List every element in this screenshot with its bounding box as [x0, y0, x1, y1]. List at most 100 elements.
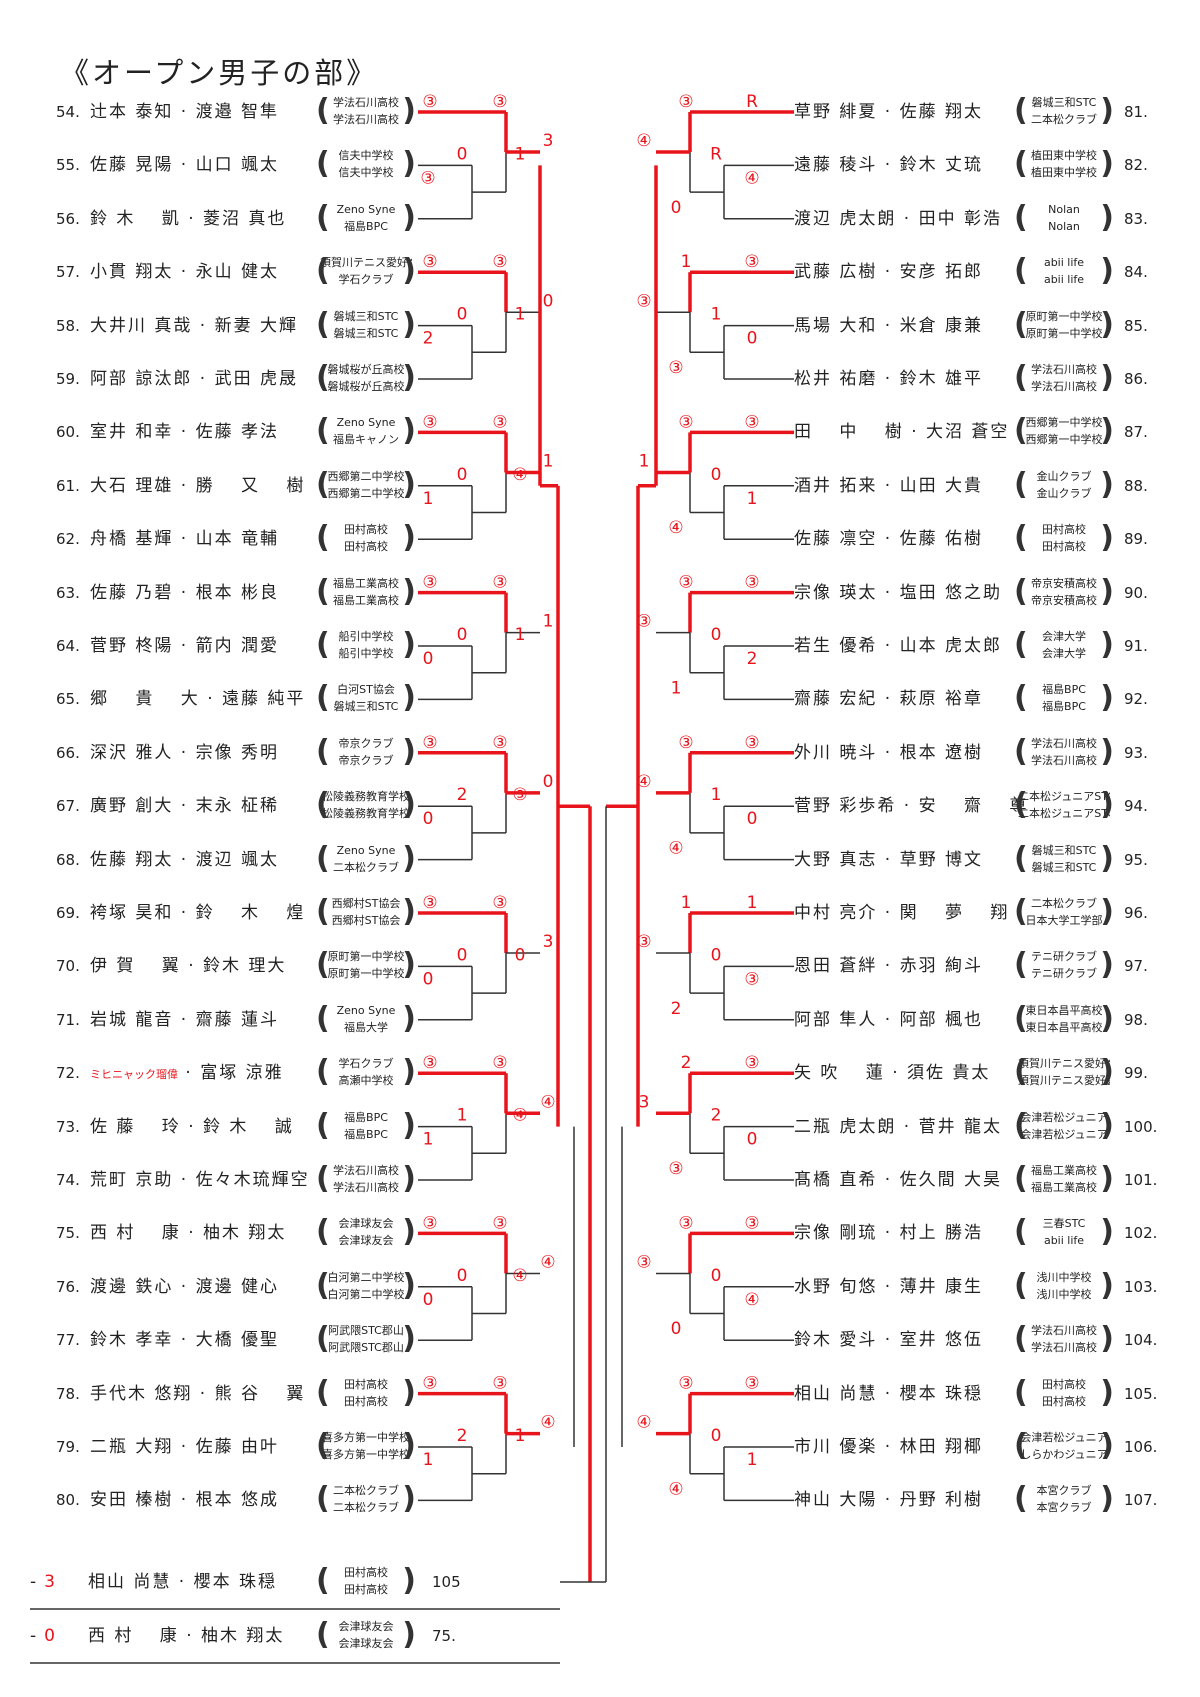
player-pair: 宗像 剛琉 · 村上 勝浩 [794, 1223, 984, 1244]
match-score: ③ [636, 291, 651, 311]
match-score: 0 [711, 1426, 722, 1446]
club-name: Zeno Syne [336, 843, 396, 857]
match-score: ③ [512, 785, 527, 805]
entry-row: 79.二瓶 大翔 · 佐藤 由叶()喜多方第一中学校喜多方第一中学校 [0, 1427, 420, 1467]
match-score: 0 [423, 649, 434, 669]
club-name: 西郷村ST協会 [331, 897, 401, 910]
player-pair: 草野 緋夏 · 佐藤 翔太 [794, 102, 984, 122]
match-score: 0 [457, 625, 468, 645]
entry-number: 79. [56, 1438, 80, 1456]
match-score: 0 [747, 1130, 758, 1150]
club-name: 会津大学 [1042, 647, 1086, 660]
player-pair: 酒井 拓来 · 山田 大貴 [794, 475, 984, 496]
match-score: 0 [711, 625, 722, 645]
match-score: ④ [540, 1413, 555, 1433]
match-score: ③ [422, 573, 437, 593]
entry-row: 70.伊 賀 翼 · 鈴木 理大()原町第一中学校原町第一中学校 [0, 946, 420, 986]
club-name: 二本松クラブ [1031, 897, 1097, 910]
club-name: 福島BPC [344, 219, 388, 233]
match-score: ③ [492, 893, 507, 913]
club-name: テニ研クラブ [1031, 950, 1097, 964]
match-score: 0 [711, 1266, 722, 1286]
player-pair: 鈴木 愛斗 · 室井 悠伍 [794, 1330, 984, 1351]
club-affiliation: ()浅川中学校浅川中学校 [1014, 1267, 1114, 1303]
match-score: 1 [543, 451, 554, 471]
entry-number: 105. [1124, 1384, 1158, 1403]
club-affiliation: ()須賀川テニス愛好会学石クラブ [316, 253, 416, 289]
club-affiliation: ()帝京クラブ帝京クラブ [316, 733, 416, 769]
club-name: 須賀川テニス愛好会 [1018, 1074, 1110, 1088]
club-name: 学法石川高校 [1031, 1341, 1097, 1355]
final-score-value: 0 [44, 1626, 55, 1646]
club-affiliation: ()二本松クラブ二本松クラブ [316, 1481, 416, 1517]
club-name: 学石クラブ [338, 273, 394, 287]
entry-row: 61.大石 理雄 · 勝 又 樹()西郷第二中学校西郷第二中学校 [0, 466, 420, 506]
club-affiliation: ()田村高校田村高校 [1014, 1374, 1114, 1410]
club-name: 磐城三和STC [1031, 860, 1097, 874]
entry-number: 75. [432, 1627, 456, 1645]
club-name: 福島BPC [1042, 683, 1086, 697]
match-score: ③ [492, 252, 507, 272]
club-name: 会津球友会 [338, 1620, 394, 1633]
entry-row: 69.袴塚 昊和 · 鈴 木 煌()西郷村ST協会西郷村ST協会 [0, 893, 420, 933]
club-name: 学法石川高校 [1031, 380, 1097, 393]
player-pair: 大野 真志 · 草野 博文 [794, 849, 984, 870]
club-name: 信夫中学校 [338, 166, 394, 180]
match-score: ④ [636, 1413, 651, 1433]
entry-number: 98. [1124, 1010, 1148, 1029]
club-name: 福島工業高校 [333, 576, 399, 590]
club-affiliation: ()原町第一中学校原町第一中学校 [316, 947, 416, 983]
match-score: 0 [671, 198, 682, 218]
player-pair: 辻本 泰知 · 渡邉 智隼 [90, 102, 280, 122]
match-score: 2 [681, 1053, 692, 1073]
club-name: 西郷第二中学校 [327, 469, 405, 483]
entry-number: 107. [1124, 1491, 1158, 1510]
club-affiliation: ()田村高校田村高校 [1014, 520, 1114, 556]
final-score: -0 [30, 1626, 55, 1646]
player-pair: 神山 大陽 · 丹野 利樹 [794, 1490, 984, 1511]
match-score: ③ [678, 1374, 693, 1394]
player-pair: 安田 榛樹 · 根本 悠成 [90, 1490, 280, 1511]
club-name: 学法石川高校 [1031, 753, 1097, 767]
club-name: 植田東中学校 [1031, 166, 1097, 180]
player-pair: 宗像 瑛太 · 塩田 悠之助 [794, 582, 1003, 603]
club-name: 会津球友会 [338, 1217, 394, 1231]
match-score: 0 [711, 465, 722, 485]
club-name: 金山クラブ [1036, 486, 1092, 500]
club-name: 学石クラブ [338, 1057, 394, 1071]
club-name: 福島工業高校 [1031, 1164, 1097, 1177]
match-score: ③ [636, 1252, 651, 1272]
player-pair: 菅野 柊陽 · 箭内 潤愛 [90, 636, 280, 656]
player-pair: 恩田 蒼絆 · 赤羽 絢斗 [794, 956, 984, 977]
entry-number: 99. [1124, 1064, 1148, 1083]
match-score: 3 [639, 1092, 650, 1112]
entry-number: 64. [56, 637, 80, 655]
club-name: 東日本昌平高校 [1025, 1003, 1103, 1017]
club-name: 阿武隈STC郡山 [328, 1341, 404, 1355]
club-name: 原町第一中学校 [327, 950, 405, 964]
entry-number: 56. [56, 209, 80, 228]
player-pair: 佐藤 乃碧 · 根本 彬良 [90, 582, 280, 603]
entry-number: 71. [56, 1010, 80, 1029]
club-name: Nolan [1048, 219, 1080, 233]
entry-number: 62. [56, 530, 80, 549]
match-score: ④ [512, 465, 527, 485]
entry-number: 92. [1124, 690, 1148, 709]
club-affiliation: ()二本松クラブ日本大学工学部 [1014, 894, 1114, 929]
player-pair: 荒町 京助 · 佐々木琉輝空 [90, 1170, 310, 1190]
match-score: ③ [492, 1213, 507, 1233]
club-name: 会津若松ジュニア [1020, 1127, 1108, 1141]
